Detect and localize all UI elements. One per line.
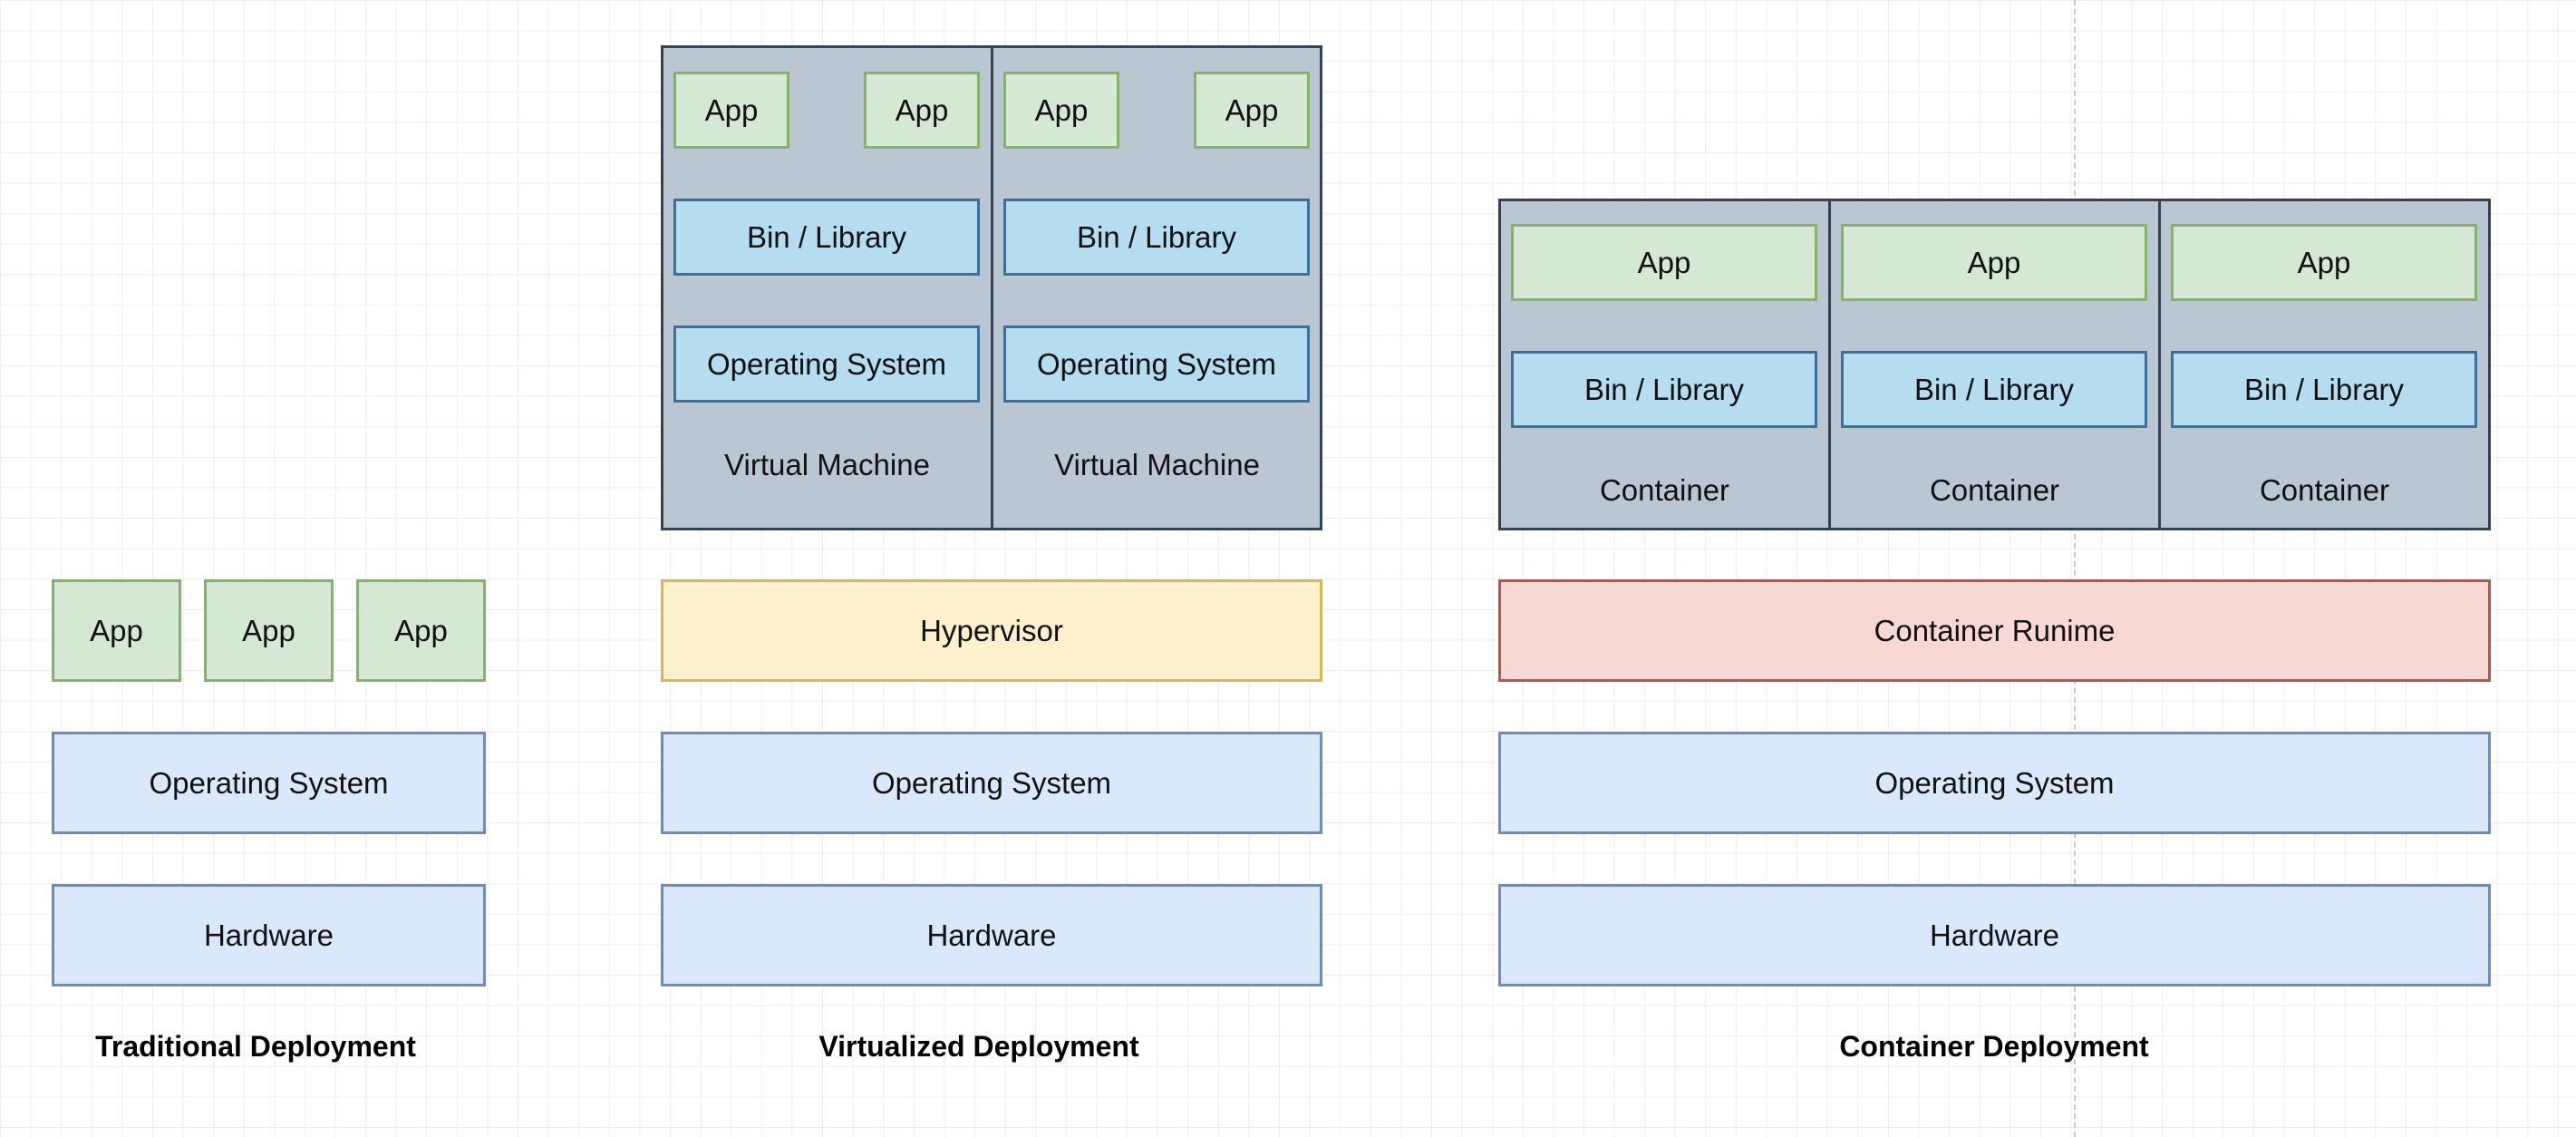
traditional-hardware[interactable]: Hardware (52, 884, 486, 986)
hypervisor[interactable]: Hypervisor (661, 579, 1322, 682)
container-divider-1 (1828, 199, 1831, 530)
vm-divider (991, 45, 993, 530)
container3-label: Container (2259, 473, 2390, 507)
virtualized-caption: Virtualized Deployment (818, 1030, 1139, 1063)
container1-app[interactable]: App (1511, 224, 1817, 301)
vm1-operating-system[interactable]: Operating System (673, 326, 980, 403)
traditional-app-1[interactable]: App (52, 579, 181, 682)
container2-app[interactable]: App (1841, 224, 2147, 301)
vm2-app-2[interactable]: App (1194, 72, 1310, 149)
container1-bin-library[interactable]: Bin / Library (1511, 351, 1817, 428)
virtualized-hardware[interactable]: Hardware (661, 884, 1322, 986)
traditional-app-3[interactable]: App (356, 579, 486, 682)
vm1-bin-library[interactable]: Bin / Library (673, 199, 980, 276)
virtualized-operating-system[interactable]: Operating System (661, 732, 1322, 834)
vm1-app-2[interactable]: App (864, 72, 980, 149)
container2-bin-library[interactable]: Bin / Library (1841, 351, 2147, 428)
vm2-bin-library[interactable]: Bin / Library (1003, 199, 1310, 276)
traditional-app-2[interactable]: App (204, 579, 334, 682)
container3-bin-library[interactable]: Bin / Library (2171, 351, 2477, 428)
container-divider-2 (2158, 199, 2161, 530)
container2-label: Container (1929, 473, 2060, 507)
vm1-app-1[interactable]: App (673, 72, 789, 149)
container-caption: Container Deployment (1839, 1030, 2149, 1063)
guide-line (2074, 0, 2076, 1137)
traditional-caption: Traditional Deployment (95, 1030, 416, 1063)
vm2-operating-system[interactable]: Operating System (1003, 326, 1310, 403)
container-hardware[interactable]: Hardware (1498, 884, 2491, 986)
container-runtime[interactable]: Container Runime (1498, 579, 2491, 682)
container3-app[interactable]: App (2171, 224, 2477, 301)
vm2-app-1[interactable]: App (1003, 72, 1119, 149)
container-operating-system[interactable]: Operating System (1498, 732, 2491, 834)
vm2-label: Virtual Machine (1054, 448, 1260, 481)
vm1-label: Virtual Machine (724, 448, 930, 481)
container1-label: Container (1599, 473, 1730, 507)
traditional-operating-system[interactable]: Operating System (52, 732, 486, 834)
